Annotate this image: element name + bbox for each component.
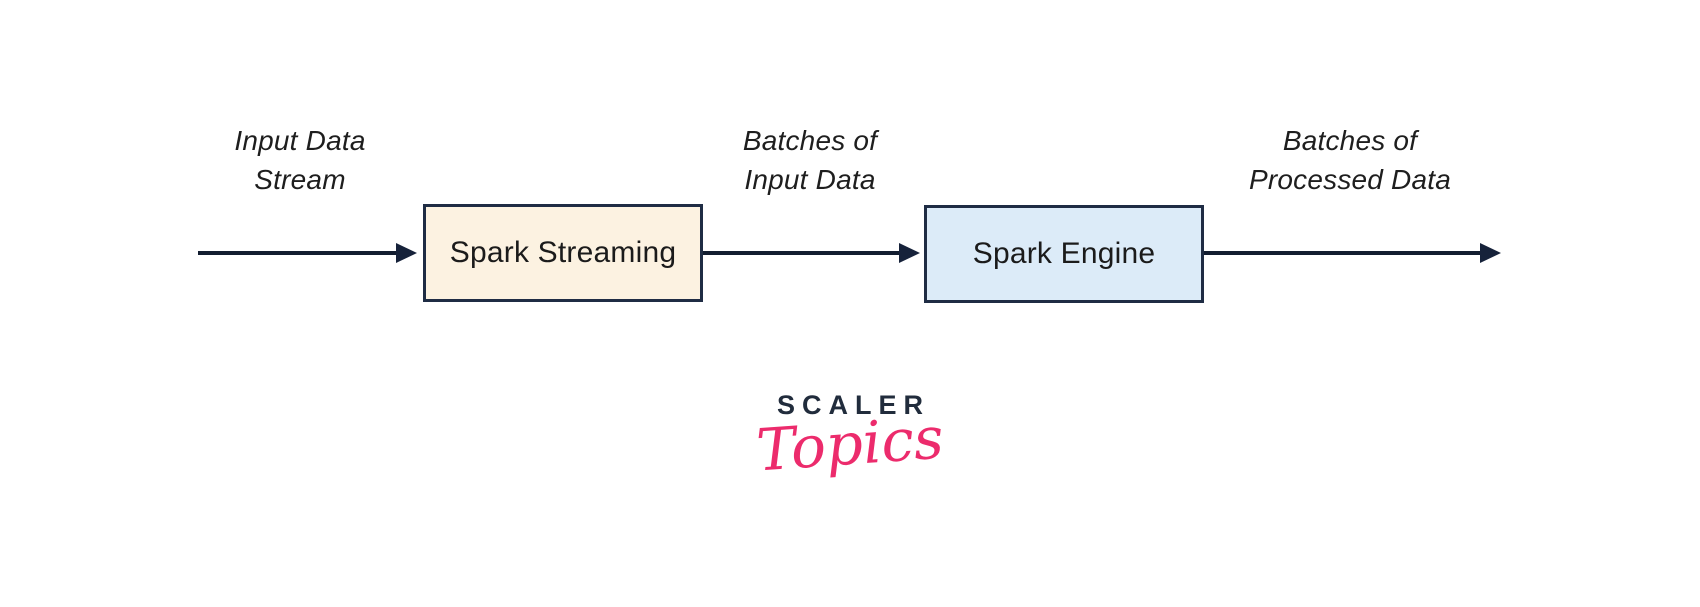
arrowhead-icon bbox=[1480, 243, 1501, 263]
arrow-shaft bbox=[702, 251, 900, 255]
label-input-data-stream: Input Data Stream bbox=[234, 125, 366, 195]
logo-brand-text: SCALER bbox=[776, 390, 930, 420]
arrow-shaft bbox=[1203, 251, 1481, 255]
node-spark-streaming-label: Spark Streaming bbox=[449, 236, 677, 269]
arrow-shaft bbox=[198, 251, 397, 255]
arrowhead-icon bbox=[899, 243, 920, 263]
label-batches-of-input-data: Batches of Input Data bbox=[742, 125, 878, 195]
node-spark-engine: Spark Engine bbox=[924, 205, 1204, 303]
node-spark-engine-label: Spark Engine bbox=[972, 237, 1156, 270]
node-spark-streaming: Spark Streaming bbox=[423, 204, 703, 302]
scaler-topics-logo: SCALER Topics bbox=[700, 390, 1000, 484]
arrowhead-icon bbox=[396, 243, 417, 263]
label-batches-of-processed-data: Batches of Processed Data bbox=[1248, 125, 1451, 195]
